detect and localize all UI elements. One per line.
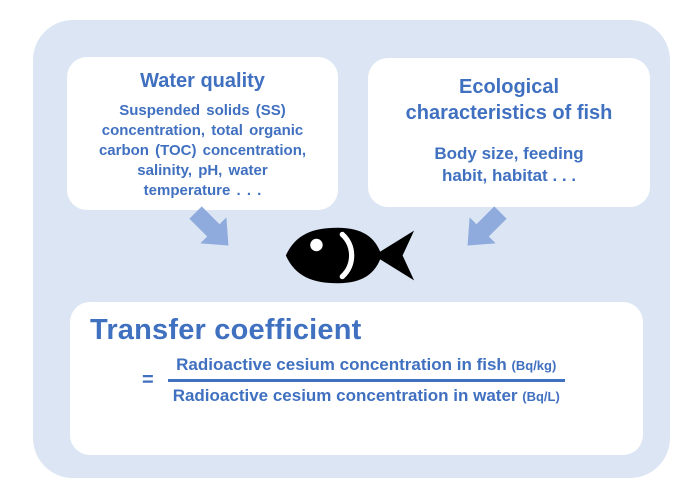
- water-quality-line: salinity, pH, water: [137, 162, 268, 179]
- water-quality-line: Suspended solids (SS): [119, 102, 286, 119]
- water-quality-title: Water quality: [140, 70, 265, 92]
- ecological-title-line: characteristics of fish: [405, 102, 613, 124]
- diagram-panel: Water quality Suspended solids (SS) conc…: [33, 20, 670, 478]
- ecological-line: habit, habitat . . .: [441, 166, 577, 185]
- block-arrow-down-right-icon: [189, 206, 229, 246]
- transfer-coefficient-equation: = Radioactive cesium concentration in fi…: [90, 355, 623, 406]
- water-quality-line: carbon (TOC) concentration,: [98, 142, 307, 159]
- equation-fraction: Radioactive cesium concentration in fish…: [167, 355, 565, 406]
- fish-icon: [285, 227, 415, 284]
- equation-numerator: Radioactive cesium concentration in fish…: [167, 355, 565, 382]
- water-quality-line: concentration, total organic: [101, 122, 304, 139]
- denominator-unit: (Bq/L): [522, 389, 560, 404]
- numerator-text: Radioactive cesium concentration in fish: [176, 355, 507, 374]
- transfer-coefficient-title: Transfer coefficient: [90, 314, 362, 346]
- ecological-body: Body size, feeding habit, habitat . . .: [368, 143, 650, 187]
- numerator-unit: (Bq/kg): [511, 358, 557, 373]
- water-quality-box: Water quality Suspended solids (SS) conc…: [67, 57, 338, 210]
- ecological-line: Body size, feeding: [434, 144, 584, 163]
- ecological-title: Ecological characteristics of fish: [368, 74, 650, 126]
- equals-sign: =: [142, 369, 154, 391]
- water-quality-body: Suspended solids (SS) concentration, tot…: [67, 101, 338, 201]
- ecological-characteristics-box: Ecological characteristics of fish Body …: [368, 58, 650, 207]
- transfer-coefficient-box: Transfer coefficient = Radioactive cesiu…: [70, 302, 643, 455]
- ecological-title-line: Ecological: [458, 76, 560, 98]
- block-arrow-down-left-icon: [467, 206, 507, 246]
- denominator-text: Radioactive cesium concentration in wate…: [172, 386, 518, 405]
- equation-denominator: Radioactive cesium concentration in wate…: [168, 382, 565, 406]
- water-quality-line: temperature . . .: [143, 182, 262, 199]
